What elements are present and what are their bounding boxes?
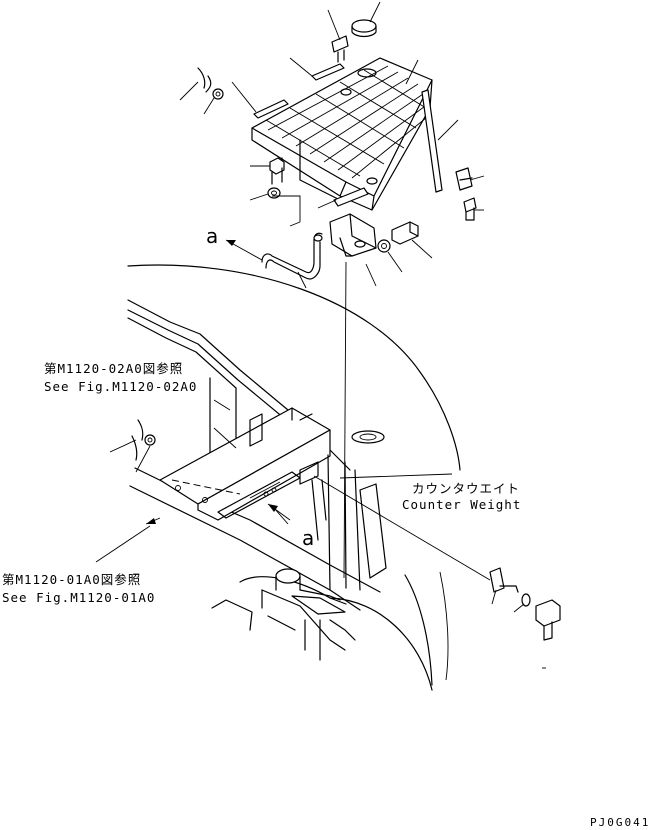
reference-label-upper-jp: 第M1120-02A0図参照 (44, 361, 184, 376)
leader-lines (95, 1, 546, 669)
counterweight-label-en: Counter Weight (402, 497, 522, 512)
reference-label-lower-jp: 第M1120-01A0図参照 (2, 572, 142, 587)
counterweight-label-jp: カウンタウエイト (412, 481, 521, 496)
reference-label-upper-en: See Fig.M1120-02A0 (44, 379, 198, 394)
view-marker-a-top: a (206, 224, 219, 248)
reference-label-lower-en: See Fig.M1120-01A0 (2, 590, 156, 605)
step-plate-assembly (251, 57, 473, 211)
hardware (131, 19, 561, 641)
revolving-frame (127, 299, 387, 661)
view-marker-a-bottom: a (302, 526, 315, 550)
counterweight-outline (127, 264, 461, 691)
drawing-code: PJ0G041 (590, 816, 651, 829)
